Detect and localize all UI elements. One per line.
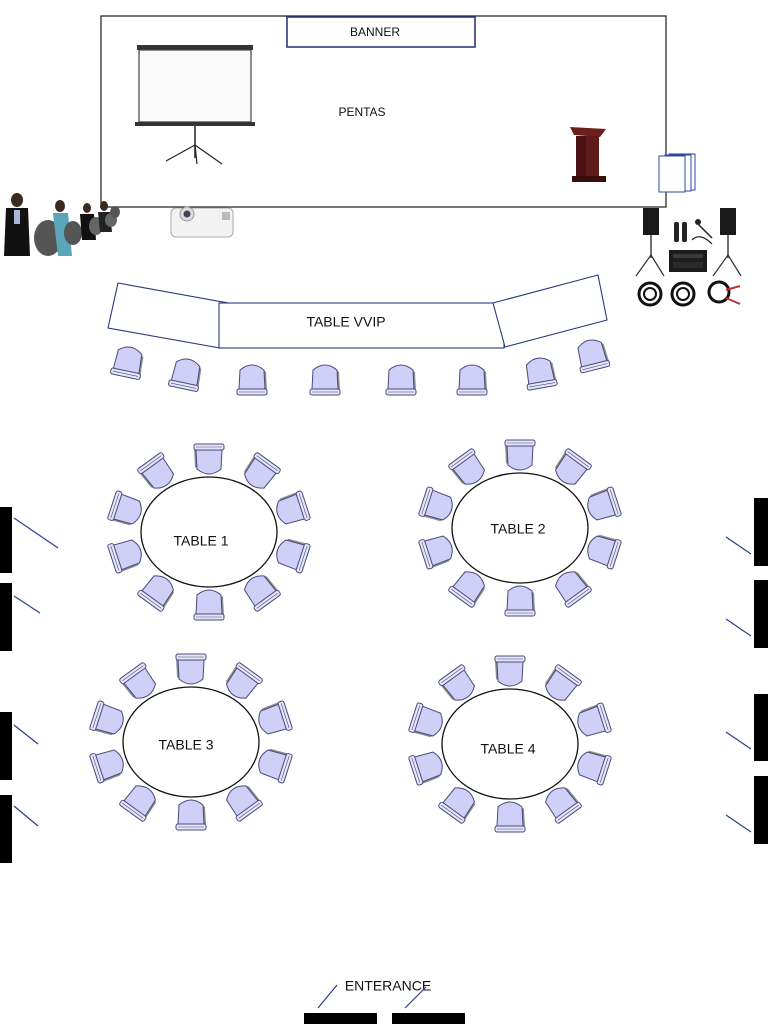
projection-screen-icon <box>135 45 255 165</box>
document-stack-icon <box>658 153 696 193</box>
door-icon <box>0 507 12 573</box>
sound-system-icon <box>635 208 742 307</box>
entrance: ENTERANCE <box>304 978 465 1024</box>
vvip-table-label: TABLE VVIP <box>306 314 385 330</box>
door-icon <box>392 1013 465 1024</box>
door-icon <box>0 712 12 780</box>
chair-icon <box>272 535 312 574</box>
chair-icon <box>254 700 294 739</box>
stage-label: PENTAS <box>338 105 385 119</box>
round-table-4: TABLE 4 <box>407 655 613 833</box>
chair-icon <box>407 702 447 741</box>
table-2-surface <box>451 472 589 584</box>
chair-icon <box>88 745 128 784</box>
banner <box>286 16 476 48</box>
chair-icon <box>494 801 526 833</box>
table-2-label: TABLE 2 <box>491 521 546 537</box>
door-icon <box>0 583 12 651</box>
side-doors-right <box>725 498 768 844</box>
chair-icon <box>106 490 146 529</box>
table-1-surface <box>140 476 278 588</box>
chair-icon <box>583 531 623 570</box>
table-3-surface <box>122 686 260 798</box>
chair-icon <box>254 745 294 784</box>
table-4-label: TABLE 4 <box>481 741 536 757</box>
round-table-3: TABLE 3 <box>88 653 294 831</box>
podium-icon <box>570 127 606 182</box>
banner-label: BANNER <box>350 25 400 39</box>
chair-icon <box>385 364 417 396</box>
chair-icon <box>193 589 225 621</box>
round-table-1: TABLE 1 <box>106 443 312 621</box>
chair-icon <box>106 535 146 574</box>
kompang-performers-icon <box>4 193 120 256</box>
projector-icon <box>170 206 234 238</box>
chair-icon <box>175 799 207 831</box>
chair-icon <box>236 364 268 396</box>
chair-icon <box>175 653 207 685</box>
chair-icon <box>522 355 558 391</box>
door-icon <box>0 795 12 863</box>
round-table-2: TABLE 2 <box>417 439 623 617</box>
door-icon <box>754 776 768 844</box>
table-1-label: TABLE 1 <box>174 533 229 549</box>
door-icon <box>754 694 768 761</box>
chair-icon <box>573 747 613 786</box>
chair-icon <box>109 343 147 381</box>
chair-icon <box>407 747 447 786</box>
chair-icon <box>88 700 128 739</box>
chair-icon <box>193 443 225 475</box>
chair-icon <box>417 531 457 570</box>
chair-icon <box>167 355 205 393</box>
table-4-surface <box>441 688 579 800</box>
chair-icon <box>456 364 488 396</box>
vvip-table <box>107 274 608 349</box>
chair-icon <box>417 486 457 525</box>
entrance-label: ENTERANCE <box>345 978 431 994</box>
door-icon <box>304 1013 377 1024</box>
chair-icon <box>573 702 613 741</box>
side-doors-left <box>0 507 59 863</box>
chair-icon <box>494 655 526 687</box>
chair-icon <box>309 364 341 396</box>
chair-icon <box>272 490 312 529</box>
table-3-label: TABLE 3 <box>159 737 214 753</box>
stage-area <box>100 15 667 208</box>
chair-icon <box>504 439 536 471</box>
chair-icon <box>583 486 623 525</box>
chair-icon <box>573 336 611 374</box>
chair-icon <box>504 585 536 617</box>
door-icon <box>754 580 768 648</box>
door-icon <box>754 498 768 566</box>
